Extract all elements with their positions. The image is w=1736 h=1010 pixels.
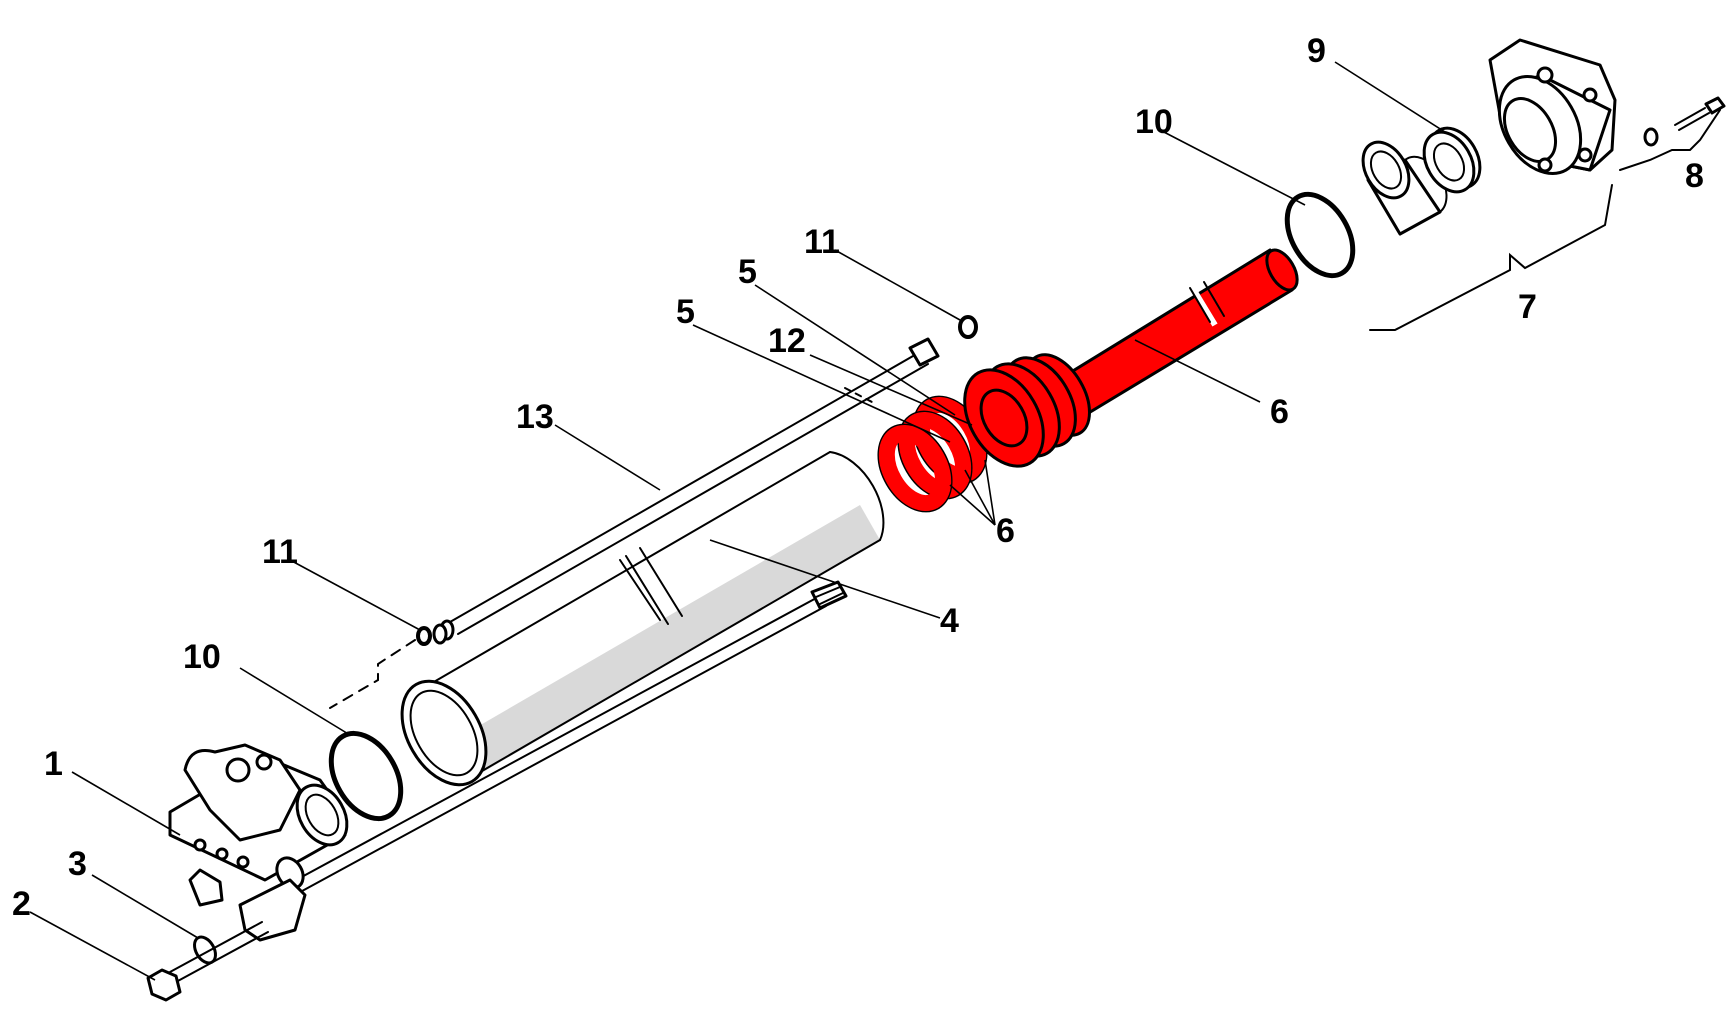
callout-10-right: 10	[1135, 103, 1173, 141]
o-ring-10-right	[1284, 191, 1356, 279]
callout-7: 7	[1518, 288, 1537, 326]
bracket-8	[1619, 109, 1721, 171]
callout-8: 8	[1685, 157, 1704, 195]
callout-12: 12	[768, 322, 806, 360]
bolt-2	[146, 921, 269, 1002]
callout-1: 1	[44, 745, 63, 783]
callout-5-left: 5	[676, 293, 695, 331]
callout-6-seals: 6	[996, 512, 1015, 550]
piston-rod-6	[963, 248, 1299, 468]
callout-11-upper: 11	[804, 223, 840, 261]
cylinder-head-1	[168, 743, 349, 942]
bracket-7	[1369, 184, 1613, 331]
tie-rod-lower	[249, 580, 848, 916]
o-ring-11-upper	[958, 315, 978, 339]
bushing	[1361, 140, 1448, 236]
screw-and-washer-8	[1643, 96, 1726, 147]
cylinder-tube-4	[400, 451, 885, 787]
o-ring-10-left	[328, 730, 404, 822]
callout-labels: 1 2 3 4 5 5 6 6 7 8 9 10 10 11 11 12 13	[12, 32, 1704, 923]
seal-9	[1422, 126, 1482, 194]
callout-3: 3	[68, 845, 87, 883]
callout-4: 4	[940, 602, 959, 640]
callout-10-left: 10	[183, 638, 221, 676]
gland-end-cap	[1488, 38, 1617, 175]
callout-6-rod: 6	[1270, 393, 1289, 431]
callout-2: 2	[12, 885, 31, 923]
callout-9: 9	[1307, 32, 1326, 70]
o-ring-11-left	[416, 626, 432, 646]
tie-rod-13	[432, 337, 940, 645]
callout-11-left: 11	[262, 533, 298, 571]
callout-5-upper: 5	[738, 253, 757, 291]
callout-13: 13	[516, 398, 554, 436]
leader-lines	[29, 61, 1446, 981]
